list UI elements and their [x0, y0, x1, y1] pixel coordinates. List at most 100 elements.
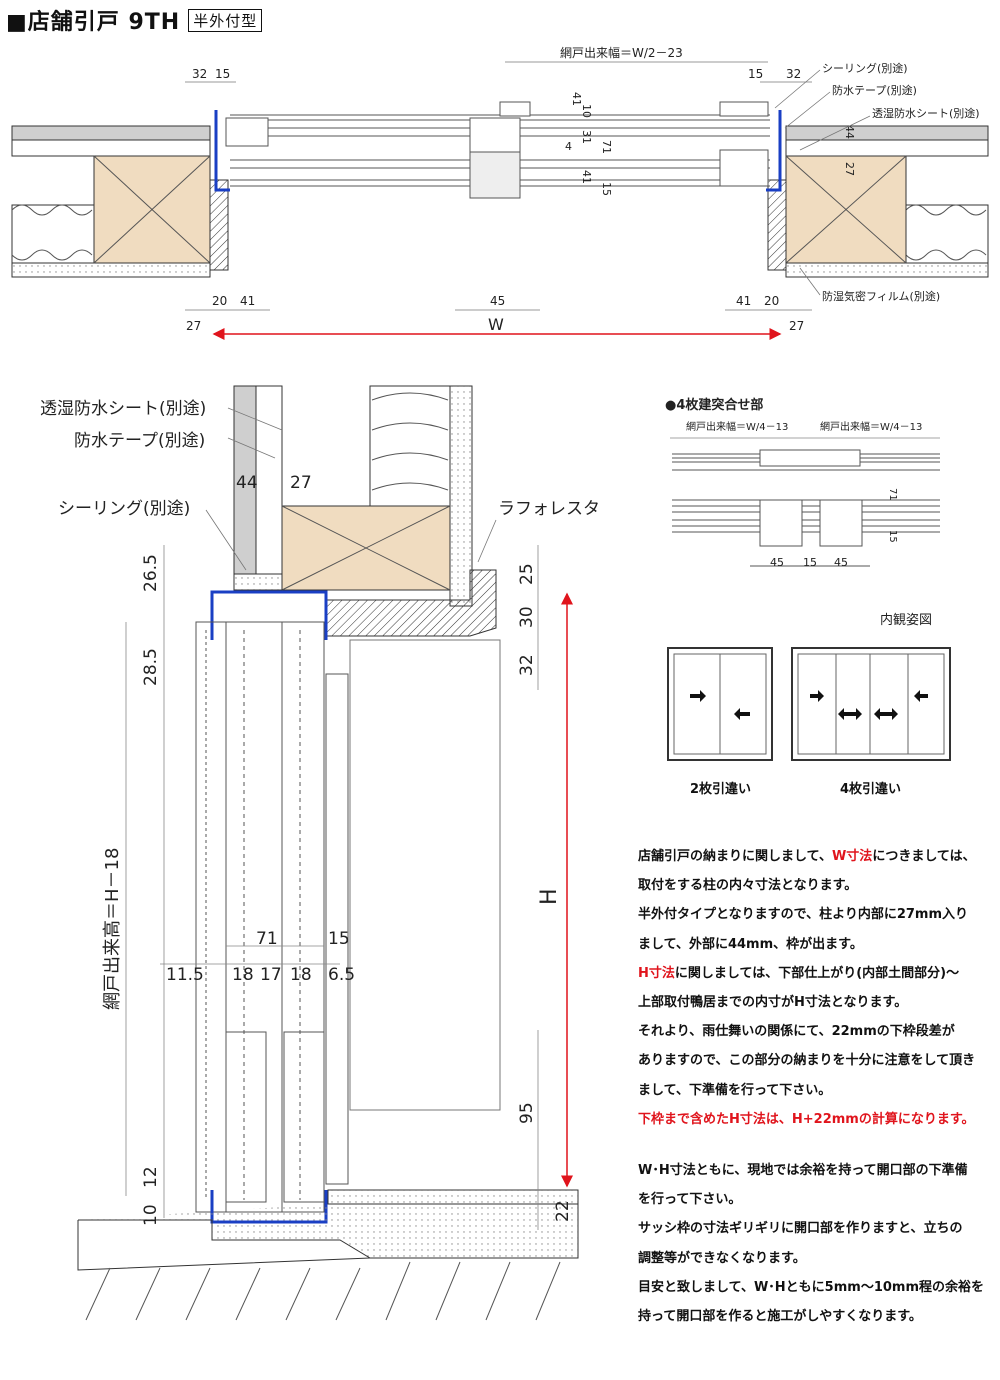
svg-text:27: 27	[843, 162, 856, 176]
svg-text:71: 71	[887, 488, 898, 501]
plan-insulation-left	[11, 204, 95, 264]
svg-text:15: 15	[600, 182, 613, 196]
notes-block: 店舗引戸の納まりに関しまして、W寸法につきましては、 取付をする柱の内々寸法とな…	[638, 842, 988, 1331]
note-line: サッシ枠の寸法ギリギリに開口部を作りますと、立ちの	[638, 1221, 963, 1237]
caption-2-panel: 2枚引違い	[690, 782, 752, 797]
section-door-panels	[195, 621, 501, 1213]
section-net-height-label: 網戸出来高＝H－18	[102, 848, 123, 1010]
plan-w-label: W	[488, 315, 504, 334]
interior-heading: 内観姿図	[880, 612, 932, 628]
plan-frame-blue	[214, 110, 782, 192]
svg-text:44: 44	[236, 473, 258, 493]
svg-text:45: 45	[770, 556, 784, 569]
svg-text:18: 18	[232, 965, 254, 985]
svg-text:4: 4	[565, 140, 572, 153]
svg-text:20: 20	[212, 294, 227, 308]
plan-exterior-siding-left	[11, 125, 211, 141]
section-laforesta-trim	[325, 569, 497, 637]
svg-text:30: 30	[517, 606, 537, 628]
type-tag: 半外付型	[188, 9, 263, 32]
joint-net-width-right: 網戸出来幅＝W/4－13	[820, 420, 922, 433]
svg-text:11.5: 11.5	[166, 965, 204, 985]
svg-text:41: 41	[240, 294, 255, 308]
plan-insulation-right	[905, 204, 989, 264]
title-text: ■店舗引戸 9TH	[6, 10, 181, 35]
svg-text:32: 32	[192, 67, 207, 81]
svg-text:26.5: 26.5	[141, 554, 161, 592]
svg-text:12: 12	[141, 1166, 161, 1188]
svg-text:28.5: 28.5	[141, 648, 161, 686]
elevation-2-panel	[667, 647, 773, 761]
svg-text:27: 27	[789, 319, 804, 333]
plan-post-right	[767, 155, 907, 271]
svg-text:27: 27	[290, 473, 312, 493]
plan-sliding-panels	[225, 101, 770, 199]
svg-text:15: 15	[803, 556, 817, 569]
note-line: まして、外部に44mm、枠が出ます。	[638, 936, 863, 952]
section-concrete	[78, 1203, 579, 1259]
plan-label-sealing: シーリング(別途)	[822, 61, 908, 75]
plan-interior-board-left	[11, 262, 211, 278]
svg-text:15: 15	[748, 67, 763, 81]
note-line: 半外付タイプとなりますので、柱より内部に27mm入り	[638, 907, 969, 923]
plan-net-width-label: 網戸出来幅＝W/2－23	[560, 45, 683, 60]
svg-text:6.5: 6.5	[328, 965, 355, 985]
note-line-red: 下枠まで含めたH寸法は、H+22mmの計算になります。	[638, 1111, 975, 1127]
plan-view: 網戸出来幅＝W/2－23 32 15 15 32 10 31 4 71 41 4…	[11, 45, 989, 340]
note-line: 持って開口部を作ると施工がしやすくなります。	[638, 1309, 922, 1325]
section-h-label: H	[537, 888, 562, 905]
joint-detail: ●4枚建突合せ部 網戸出来幅＝W/4－13 網戸出来幅＝W/4－13 71 15…	[665, 397, 940, 569]
note-line: 取付をする柱の内々寸法となります。	[638, 878, 858, 894]
svg-text:15: 15	[887, 530, 898, 543]
svg-text:15: 15	[215, 67, 230, 81]
section-frame-top	[210, 590, 328, 640]
svg-text:71: 71	[600, 140, 613, 154]
svg-text:10: 10	[141, 1204, 161, 1226]
svg-text:17: 17	[260, 965, 282, 985]
note-line: それより、雨仕舞いの関係にて、22mmの下枠段差が	[638, 1024, 955, 1040]
plan-exterior-siding-right	[785, 125, 989, 141]
svg-text:22: 22	[553, 1200, 573, 1222]
section-label-sheet: 透湿防水シート(別途)	[40, 399, 206, 419]
caption-4-panel: 4枚引違い	[840, 782, 902, 797]
note-line: W･H寸法ともに、現地では余裕を持って開口部の下準備	[638, 1163, 968, 1179]
note-line: を行って下さい。	[638, 1192, 742, 1208]
note-line: 目安と致しまして、W･Hともに5mm～10mm程の余裕を	[638, 1279, 984, 1295]
svg-text:32: 32	[517, 654, 537, 676]
svg-text:95: 95	[517, 1102, 537, 1124]
section-label-sealing: シーリング(別途)	[58, 499, 190, 519]
plan-label-sheet: 透湿防水シート(別途)	[872, 106, 980, 120]
svg-text:41: 41	[570, 92, 583, 106]
plan-label-film: 防湿気密フィルム(別途)	[822, 289, 940, 303]
svg-text:32: 32	[786, 67, 801, 81]
elevation-4-panel	[791, 647, 951, 761]
section-interior-floor	[327, 1189, 579, 1205]
section-label-tape: 防水テープ(別途)	[74, 431, 205, 451]
note-line: 店舗引戸の納まりに関しまして、W寸法につきましては、	[638, 849, 976, 864]
plan-post-left	[93, 155, 229, 271]
joint-net-width-left: 網戸出来幅＝W/4－13	[686, 420, 788, 433]
svg-text:15: 15	[328, 929, 350, 949]
section-wood-header	[281, 505, 451, 591]
plan-label-tape: 防水テープ(別途)	[832, 83, 917, 97]
section-insulation	[369, 385, 451, 507]
svg-text:10: 10	[580, 104, 593, 118]
note-line: まして、下準備を行って下さい。	[638, 1082, 832, 1098]
interior-views: 内観姿図	[667, 612, 951, 761]
note-line: H寸法に関しましては、下部仕上がり(内部土間部分)～	[638, 965, 960, 981]
note-line: ありますので、この部分の納まりを十分に注意をして頂き	[638, 1053, 976, 1069]
page-title: ■店舗引戸 9TH 半外付型	[6, 4, 263, 36]
svg-text:25: 25	[517, 563, 537, 585]
svg-text:18: 18	[290, 965, 312, 985]
svg-text:45: 45	[490, 294, 505, 308]
svg-text:41: 41	[736, 294, 751, 308]
svg-text:31: 31	[580, 130, 593, 144]
svg-text:41: 41	[580, 170, 593, 184]
note-line: 上部取付鴨居までの内寸がH寸法となります。	[638, 995, 908, 1011]
section-view: H 透湿防水シート(別途) 防水テープ(別途) シーリング(別途) ラフォレスタ…	[40, 385, 600, 1321]
section-label-laforesta: ラフォレスタ	[498, 499, 600, 519]
svg-text:45: 45	[834, 556, 848, 569]
svg-text:71: 71	[256, 929, 278, 949]
note-line: 調整等ができなくなります。	[638, 1250, 806, 1266]
